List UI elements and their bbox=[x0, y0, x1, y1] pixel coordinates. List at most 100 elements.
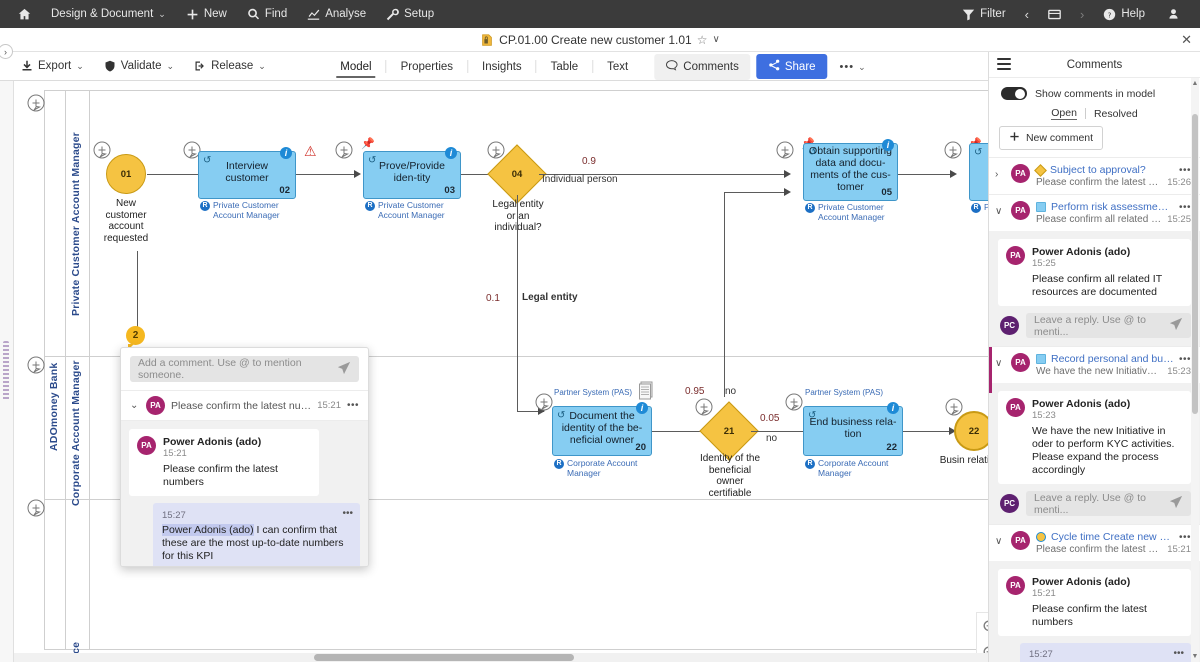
nav-prev-button[interactable]: ‹ bbox=[1024, 6, 1029, 22]
comment-thread-subject-to-approval[interactable]: › PA Subject to approval? ••• Please con… bbox=[989, 157, 1200, 194]
documents-icon[interactable] bbox=[638, 381, 656, 401]
model-canvas[interactable]: ADOmoney Bank Private Customer Account M… bbox=[14, 81, 988, 662]
send-icon[interactable] bbox=[1169, 317, 1183, 334]
thread-object-name[interactable]: Subject to approval? bbox=[1050, 164, 1146, 176]
tab-table[interactable]: Table bbox=[550, 60, 579, 73]
start-event-01[interactable]: 01 bbox=[106, 154, 146, 194]
thread-menu-button[interactable]: ••• bbox=[1178, 531, 1191, 543]
comment-bubble-start-event[interactable] bbox=[92, 141, 113, 161]
canvas-horizontal-scrollbar[interactable] bbox=[14, 653, 988, 662]
thread-object-name[interactable]: Record personal and busines... bbox=[1051, 353, 1174, 365]
comment-popup[interactable]: Add a comment. Use @ to mention someone.… bbox=[120, 347, 369, 567]
task-offscreen-right[interactable]: ↺ bbox=[969, 143, 988, 201]
window-layout-button[interactable] bbox=[1038, 4, 1071, 25]
popup-thread-menu-button[interactable]: ••• bbox=[346, 400, 359, 411]
send-icon[interactable] bbox=[337, 361, 351, 378]
chevron-down-icon[interactable]: ∨ bbox=[995, 536, 1003, 547]
menu-new[interactable]: New bbox=[176, 4, 237, 25]
release-button[interactable]: Release ⌄ bbox=[185, 56, 275, 76]
close-icon[interactable]: ✕ bbox=[1181, 32, 1192, 47]
validate-button[interactable]: Validate ⌄ bbox=[95, 56, 183, 76]
zoom-in-icon[interactable] bbox=[982, 619, 988, 635]
end-event-22[interactable]: 22 bbox=[954, 411, 988, 451]
task-20[interactable]: ↺ i Document the identity of the be-nefi… bbox=[552, 402, 652, 456]
comment-bubble-task-20[interactable] bbox=[534, 393, 555, 413]
chevron-down-icon[interactable]: ∨ bbox=[995, 358, 1003, 369]
popup-message-author: Power Adonis (ado) bbox=[163, 436, 262, 448]
comment-thread-record-personal-business[interactable]: ∨ PA Record personal and busines... ••• … bbox=[989, 346, 1200, 524]
thread-object-name[interactable]: Perform risk assessment of th... bbox=[1051, 201, 1174, 213]
expand-left-panel-button[interactable]: › bbox=[0, 44, 13, 59]
thread-header[interactable]: ∨ PA Record personal and busines... ••• … bbox=[989, 347, 1200, 383]
new-comment-button[interactable]: New comment bbox=[999, 126, 1103, 150]
help-button[interactable]: ? Help bbox=[1093, 4, 1155, 25]
tab-model[interactable]: Model bbox=[326, 57, 385, 78]
hamburger-icon[interactable] bbox=[997, 58, 1011, 70]
thread-reply-input[interactable]: Leave a reply. Use @ to menti... bbox=[1026, 491, 1191, 516]
thread-menu-button[interactable]: ••• bbox=[1178, 353, 1191, 365]
zoom-out-icon[interactable] bbox=[982, 645, 988, 661]
thread-menu-button[interactable]: ••• bbox=[1178, 201, 1191, 213]
task-03[interactable]: ↺ i Prove/Provide iden-tity 03 bbox=[363, 147, 461, 199]
show-comments-toggle[interactable] bbox=[1001, 87, 1027, 100]
thread-reply-input[interactable]: Leave a reply. Use @ to menti... bbox=[1026, 313, 1191, 338]
lane-comment-bubble-3[interactable] bbox=[26, 499, 47, 519]
toolbar-overflow-button[interactable]: ••• ⌄ bbox=[833, 57, 874, 77]
scroll-up-arrow[interactable]: ▲ bbox=[1191, 80, 1199, 87]
share-button[interactable]: Share bbox=[755, 54, 828, 79]
popup-reply-mention: Power Adonis (ado) bbox=[162, 524, 254, 536]
tab-insights[interactable]: Insights bbox=[482, 60, 522, 73]
comments-panel-scrollbar[interactable]: ▲ ▼ bbox=[1191, 78, 1199, 662]
chevron-down-icon[interactable]: ∨ bbox=[995, 206, 1003, 217]
comment-bubble-gateway-04[interactable] bbox=[486, 141, 507, 161]
left-rail-resize-handle[interactable] bbox=[3, 341, 9, 401]
filter-button[interactable]: Filter bbox=[952, 4, 1016, 25]
popup-thread-header[interactable]: ⌄ PA Please confirm the latest numbers 1… bbox=[121, 390, 368, 421]
comment-bubble-task-02[interactable] bbox=[182, 141, 203, 161]
chevron-down-icon[interactable]: ⌄ bbox=[130, 400, 139, 411]
thread-header[interactable]: ∨ PA Cycle time Create new custo... ••• … bbox=[989, 525, 1200, 561]
comment-bubble-task-22[interactable] bbox=[784, 393, 805, 413]
tab-text[interactable]: Text bbox=[607, 60, 629, 73]
chevron-right-icon[interactable]: › bbox=[995, 169, 999, 180]
menu-setup[interactable]: Setup bbox=[376, 4, 444, 25]
send-icon[interactable] bbox=[1169, 495, 1183, 512]
scroll-down-arrow[interactable]: ▼ bbox=[1191, 653, 1199, 660]
comments-button[interactable]: Comments bbox=[654, 53, 750, 80]
task-22[interactable]: ↺ i End business rela-tion 22 bbox=[803, 402, 903, 456]
task-02[interactable]: ↺ i Interview customer 02 bbox=[198, 147, 296, 199]
task-05[interactable]: ↺ i Obtain supporting data and docu-ment… bbox=[803, 139, 898, 201]
lane-comment-bubble-1[interactable] bbox=[26, 94, 47, 114]
canvas-scrollbar-thumb[interactable] bbox=[314, 654, 574, 661]
reply-menu-button[interactable]: ••• bbox=[1173, 648, 1184, 659]
filter-resolved[interactable]: Resolved bbox=[1093, 107, 1138, 120]
comment-count-badge[interactable]: 2 bbox=[126, 326, 145, 350]
menu-analyse[interactable]: Analyse bbox=[297, 4, 376, 25]
comment-bubble-task-right[interactable] bbox=[943, 141, 964, 161]
nav-next-button[interactable]: › bbox=[1080, 6, 1085, 22]
comments-panel-scrollbar-thumb[interactable] bbox=[1192, 114, 1198, 414]
comment-bubble-task-05[interactable] bbox=[775, 141, 796, 161]
comment-bubble-gateway-21[interactable] bbox=[694, 398, 715, 418]
comment-bubble-task-03[interactable] bbox=[334, 141, 355, 161]
menu-design-document[interactable]: Design & Document ⌄ bbox=[41, 4, 176, 24]
thread-header[interactable]: › PA Subject to approval? ••• Please con… bbox=[989, 158, 1200, 194]
menu-find[interactable]: Find bbox=[237, 4, 297, 25]
tab-properties[interactable]: Properties bbox=[400, 60, 454, 73]
comment-thread-cycle-time[interactable]: ∨ PA Cycle time Create new custo... ••• … bbox=[989, 524, 1200, 662]
user-menu-button[interactable] bbox=[1157, 4, 1190, 25]
chevron-down-icon[interactable]: ∨ bbox=[712, 34, 720, 45]
lane-comment-bubble-2[interactable] bbox=[26, 356, 47, 376]
warning-icon[interactable]: ⚠ bbox=[304, 143, 317, 159]
thread-menu-button[interactable]: ••• bbox=[1178, 164, 1191, 176]
comment-bubble-end-event[interactable] bbox=[944, 398, 965, 418]
thread-object-name[interactable]: Cycle time Create new custo... bbox=[1051, 531, 1174, 543]
favorite-star-icon[interactable]: ☆ bbox=[696, 32, 708, 47]
popup-add-comment-input[interactable]: Add a comment. Use @ to mention someone. bbox=[130, 356, 359, 382]
export-button[interactable]: Export ⌄ bbox=[12, 56, 93, 76]
thread-header[interactable]: ∨ PA Perform risk assessment of th... ••… bbox=[989, 195, 1200, 231]
filter-open[interactable]: Open bbox=[1051, 107, 1077, 120]
comment-thread-perform-risk-assessment[interactable]: ∨ PA Perform risk assessment of th... ••… bbox=[989, 194, 1200, 346]
popup-reply-menu-button[interactable]: ••• bbox=[342, 508, 353, 519]
home-button[interactable] bbox=[8, 4, 41, 25]
